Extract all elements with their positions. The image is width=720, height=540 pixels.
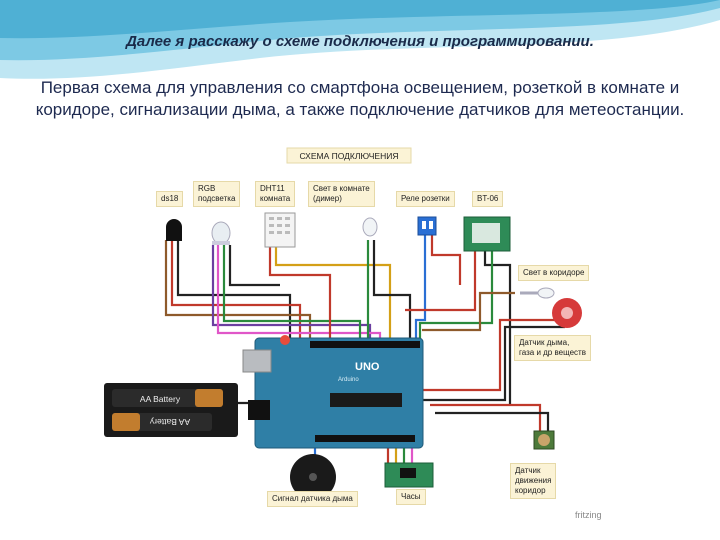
wire-roomlight-gnd	[372, 240, 412, 345]
wire-roomlight	[366, 240, 402, 345]
corridor-light-led	[520, 287, 555, 299]
wire-rgb-gnd	[228, 245, 280, 287]
wire-motion-gnd	[435, 411, 550, 435]
wire-dht-data	[274, 245, 392, 345]
label-room-light: Свет в комнате (димер)	[308, 181, 375, 207]
arduino-board: UNO Arduino	[242, 335, 424, 449]
dht11-sensor	[264, 212, 296, 248]
battery-label-top: AA Battery	[140, 394, 181, 404]
relay-module	[417, 216, 437, 236]
motion-sensor	[533, 430, 555, 450]
wire-relay	[414, 235, 427, 345]
buzzer	[290, 454, 336, 500]
label-ds18: ds18	[156, 191, 184, 207]
fritzing-watermark: fritzing	[575, 510, 602, 520]
label-dht11: DHT11 комната	[255, 181, 296, 207]
wire-corridor-light	[422, 291, 515, 332]
header-wave-decoration	[0, 0, 720, 79]
label-bt06: BT-06	[472, 191, 504, 207]
wire-relay-vcc	[430, 235, 462, 285]
wire-rgb-r	[211, 245, 372, 345]
arduino-maker: Arduino	[338, 377, 359, 383]
wire-dht-vcc	[268, 245, 332, 345]
wiring-diagram: СХЕМА ПОДКЛЮЧЕНИЯ	[100, 145, 615, 527]
label-motion-sensor: Датчик движения коридор	[510, 463, 557, 499]
label-smoke-signal: Сигнал датчика дыма	[267, 491, 358, 507]
wire-bt-vcc	[405, 250, 477, 312]
label-relay: Реле розетки	[396, 191, 455, 207]
wire-bt-gnd	[483, 250, 512, 405]
room-light-led	[362, 217, 378, 237]
wire-rgb-b	[222, 245, 362, 345]
wire-ds18-vcc	[170, 240, 302, 345]
gas-sensor	[552, 298, 582, 328]
diagram-title: СХЕМА ПОДКЛЮЧЕНИЯ	[300, 151, 399, 161]
label-rgb: RGB подсветка	[193, 181, 241, 207]
wire-gas-vcc	[420, 318, 560, 392]
wire-ds18-gnd	[176, 240, 292, 345]
wire-motion-vcc	[430, 403, 542, 435]
slide-intro-text: Первая схема для управления со смартфона…	[35, 78, 685, 119]
label-clock: Часы	[396, 489, 426, 505]
bt06-module	[463, 216, 511, 252]
label-corridor-light: Свет в коридоре	[518, 265, 590, 281]
arduino-brand: UNO	[355, 361, 380, 373]
wire-gas-gnd	[420, 325, 565, 402]
wiring-diagram-svg: СХЕМА ПОДКЛЮЧЕНИЯ	[104, 147, 602, 520]
wire-ds18-data	[164, 240, 312, 345]
diagram-title-box	[286, 147, 412, 164]
battery-label-bottom: AA Battery	[149, 417, 190, 427]
battery-pack: AA Battery AA Battery	[104, 383, 238, 437]
wire-bt-tx	[418, 250, 494, 345]
rtc-clock-module	[384, 462, 434, 488]
slide-heading: Далее я расскажу о схеме подключения и п…	[126, 33, 594, 50]
rgb-led	[211, 221, 231, 245]
ds18-sensor	[166, 219, 182, 241]
label-gas-sensor: Датчик дыма, газа и др веществ	[514, 335, 591, 361]
